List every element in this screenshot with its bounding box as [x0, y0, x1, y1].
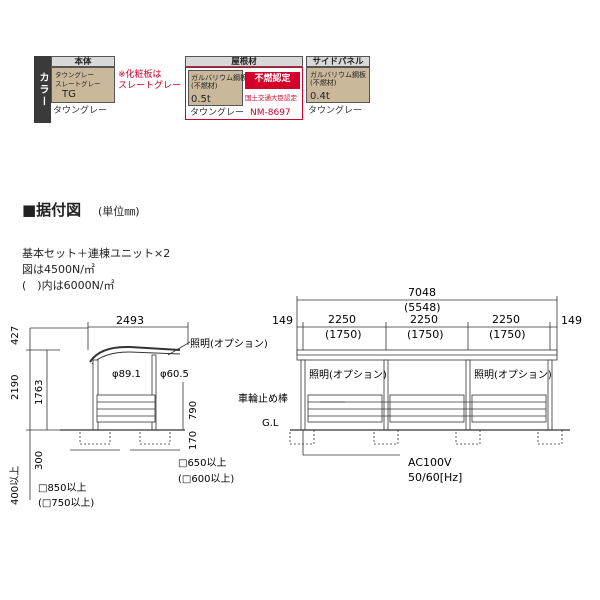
side-panel-swatch: ガルバリウム鋼板 (不燃材) 0.4t: [306, 67, 370, 103]
roof-frame: [185, 67, 303, 120]
section-title: ■据付図: [22, 201, 82, 219]
front-edge-right: 149: [561, 314, 582, 327]
roof-caption: タウングレー: [190, 108, 245, 118]
color-side-label: カラー: [34, 56, 51, 123]
note-2: 図は4500N/㎡: [22, 263, 95, 276]
height-1763: 1763: [34, 380, 45, 405]
body-color-swatch: タウングレー スレートグレー TG: [51, 67, 115, 103]
roof-header: 屋根材: [185, 56, 303, 67]
side-panel-caption: タウングレー: [308, 106, 363, 116]
roof-material: ガルバリウム鋼板 (不燃材): [191, 74, 247, 91]
stopper-label: 車輪止め棒: [238, 392, 288, 405]
section-unit: (単位㎜): [98, 205, 140, 218]
side-light-label: 照明(オプション): [190, 338, 268, 350]
power-line1: AC100V: [408, 456, 452, 469]
side-top-width: 2493: [116, 314, 144, 327]
base-850: □850以上: [38, 482, 87, 494]
base-750: (□750以上): [38, 497, 94, 509]
bay-3-alt: (1750): [489, 328, 526, 341]
body-color-header: 本体: [51, 56, 115, 67]
post1-diameter: φ89.1: [112, 369, 141, 380]
front-edge-left: 149: [272, 314, 293, 327]
swatch-line1: タウングレー: [55, 71, 94, 79]
front-total: 7048: [408, 286, 436, 299]
height-170: 170: [188, 431, 199, 450]
bay-2-width: 2250: [410, 313, 438, 326]
roof-thickness: 0.5t: [191, 94, 211, 105]
height-2190: 2190: [10, 375, 21, 400]
post2-diameter: φ60.5: [160, 369, 189, 380]
depth-400: 400以上: [9, 466, 21, 505]
note-1: 基本セット＋連棟ユニット×2: [22, 247, 171, 260]
height-300: 300: [34, 451, 45, 470]
bay-2-alt: (1750): [407, 328, 444, 341]
roof-approval: 国土交通大臣認定: [245, 94, 297, 102]
front-light-label-2: 照明(オプション): [474, 369, 552, 381]
roof-cert-no: NM-8697: [250, 108, 291, 118]
swatch-code: TG: [62, 89, 76, 100]
swatch-line2: スレートグレー: [55, 80, 101, 88]
bay-3-width: 2250: [492, 313, 520, 326]
bay-1-width: 2250: [328, 313, 356, 326]
side-panel-thickness: 0.4t: [310, 91, 330, 102]
base-650: □650以上: [178, 457, 227, 469]
height-790: 790: [188, 401, 199, 420]
front-total-alt: (5548): [404, 301, 441, 314]
gl-label: G.L: [262, 418, 279, 429]
power-line2: 50/60[Hz]: [408, 471, 462, 484]
base-600: (□600以上): [178, 473, 234, 485]
note-3: ( )内は6000N/㎡: [22, 279, 115, 292]
height-427: 427: [10, 326, 21, 345]
front-light-label-1: 照明(オプション): [309, 369, 387, 381]
roof-swatch: ガルバリウム鋼板 (不燃材) 0.5t: [188, 70, 247, 106]
side-panel-header: サイドパネル: [306, 56, 370, 67]
body-color-caption: タウングレー: [53, 106, 108, 116]
side-panel-material: ガルバリウム鋼板 (不燃材): [310, 71, 366, 88]
bay-1-alt: (1750): [325, 328, 362, 341]
fireproof-badge: 不燃認定: [245, 72, 300, 89]
body-note: ※化粧板は スレートグレー: [118, 70, 182, 92]
